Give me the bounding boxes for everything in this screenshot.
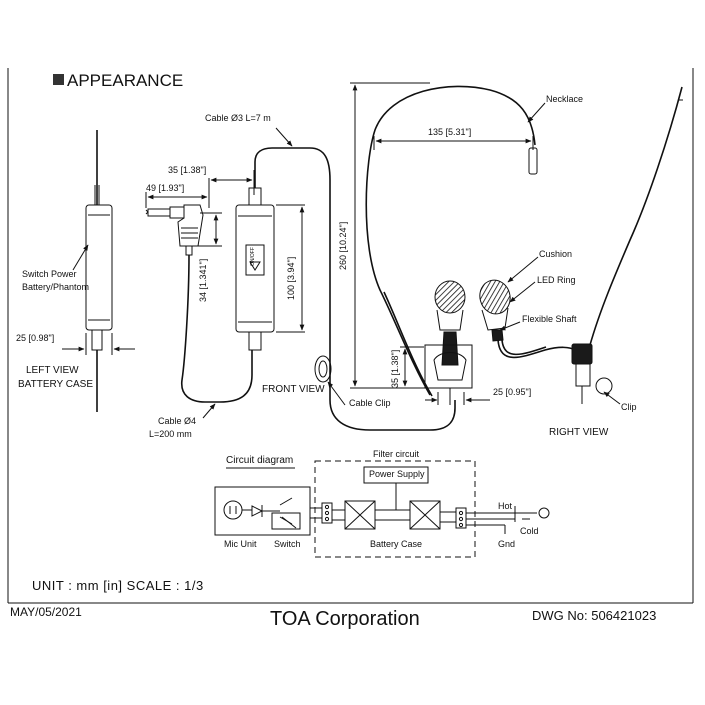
label-dim-100: 100 [3.94"] xyxy=(286,256,296,300)
circuit-filter-label: Filter circuit xyxy=(373,449,420,459)
label-right-view: RIGHT VIEW xyxy=(549,427,609,438)
label-battery-phantom: Battery/Phantom xyxy=(22,282,90,292)
front-view-battery-case xyxy=(145,127,456,431)
label-dim-35b: 35 [1.38"] xyxy=(390,349,400,388)
page-title: APPEARANCE xyxy=(67,71,184,90)
circuit-gnd: Gnd xyxy=(498,539,516,549)
circuit-switch: Switch xyxy=(274,539,301,549)
label-front-view: FRONT VIEW xyxy=(262,384,325,395)
label-clip: Clip xyxy=(621,402,637,412)
label-flexible-shaft: Flexible Shaft xyxy=(522,314,577,324)
label-left-view: LEFT VIEW xyxy=(26,365,79,376)
label-dim-25b: 25 [0.95"] xyxy=(493,387,532,397)
label-case-mark: ON/OFF xyxy=(250,247,256,266)
front-mic-head xyxy=(400,280,490,405)
label-cable-length: L=200 mm xyxy=(149,429,192,439)
label-dim-34: 34 [1.341"] xyxy=(198,258,208,302)
label-cushion: Cushion xyxy=(539,249,573,259)
right-view-mic xyxy=(479,86,683,405)
left-view-battery-case xyxy=(62,130,135,412)
circuit-hot: Hot xyxy=(498,501,513,511)
label-dim-135: 135 [5.31"] xyxy=(428,127,472,137)
unit-scale-note: UNIT : mm [in] SCALE : 1/3 xyxy=(32,578,204,593)
label-dim-260: 260 [10.24"] xyxy=(338,221,348,270)
cable-clip-part xyxy=(314,355,346,406)
circuit-diagram xyxy=(214,460,550,558)
footer-date: MAY/05/2021 xyxy=(10,605,82,619)
label-dim-49: 49 [1.93"] xyxy=(146,183,185,193)
sheet-frame xyxy=(7,68,694,604)
label-battery-case-view: BATTERY CASE xyxy=(18,379,94,390)
circuit-title: Circuit diagram xyxy=(226,455,294,466)
circuit-power-supply: Power Supply xyxy=(369,469,425,479)
label-led-ring: LED Ring xyxy=(537,275,576,285)
label-cable-3: Cable Ø3 L=7 m xyxy=(205,113,271,123)
footer-dwg-number: DWG No: 506421023 xyxy=(532,608,657,623)
footer-company: TOA Corporation xyxy=(270,608,420,630)
label-cable-clip: Cable Clip xyxy=(349,398,391,408)
circuit-cold: Cold xyxy=(520,526,539,536)
label-dim-35: 35 [1.38"] xyxy=(168,165,207,175)
circuit-mic-unit: Mic Unit xyxy=(224,539,257,549)
label-cable-4: Cable Ø4 xyxy=(158,416,197,426)
label-necklace: Necklace xyxy=(546,94,584,104)
heading-square-icon xyxy=(53,74,64,85)
label-switch-power: Switch Power xyxy=(22,269,77,279)
circuit-battery-case: Battery Case xyxy=(370,539,423,549)
label-dim-25a: 25 [0.98"] xyxy=(16,333,55,343)
